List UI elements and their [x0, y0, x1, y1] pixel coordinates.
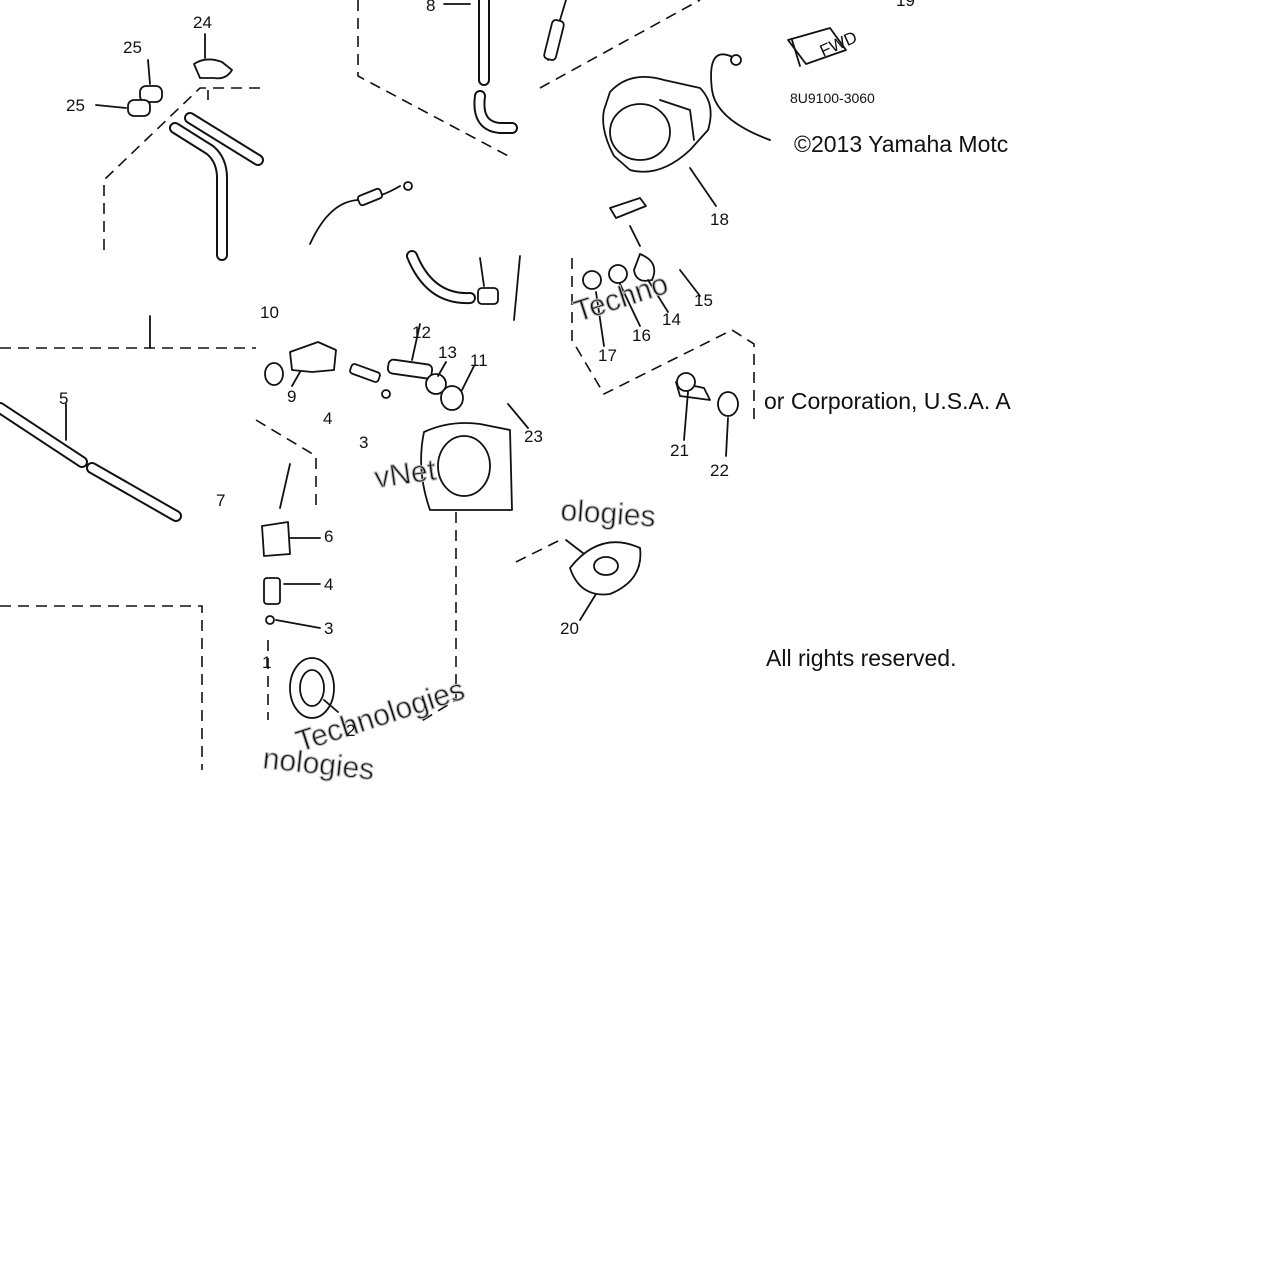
callout-10: 10: [260, 303, 279, 322]
callout-4a: 4: [323, 409, 332, 428]
callout-4b: 4: [324, 575, 333, 594]
callout-23: 23: [524, 427, 543, 446]
hose-clip-group: [95, 33, 264, 261]
gasket-group: [515, 539, 642, 621]
bracket-outline: [0, 605, 203, 770]
housing-group: FWD: [539, 0, 860, 247]
copyright-line-1: ©2013 Yamaha Motc: [794, 131, 1030, 158]
callout-13: 13: [438, 343, 457, 362]
callout-17: 17: [598, 346, 617, 365]
watermark-5: ologies: [560, 494, 657, 534]
callout-25b: 25: [66, 96, 85, 115]
callout-19: 19: [896, 0, 915, 10]
callout-7: 7: [216, 491, 225, 510]
callout-3a: 3: [359, 433, 368, 452]
callout-16: 16: [632, 326, 651, 345]
callout-14: 14: [662, 310, 681, 329]
callout-18: 18: [710, 210, 729, 229]
plug-spring-group: [261, 512, 457, 723]
callout-8: 8: [426, 0, 435, 15]
callout-20: 20: [560, 619, 579, 638]
callout-21: 21: [670, 441, 689, 460]
callout-9: 9: [287, 387, 296, 406]
long-hose-group: [0, 315, 256, 522]
callout-24: 24: [193, 13, 212, 32]
reference-code: 8U9100-3060: [790, 90, 875, 106]
callout-3b: 3: [324, 619, 333, 638]
callout-15: 15: [694, 291, 713, 310]
callout-6: 6: [324, 527, 333, 546]
fitting-group: [255, 250, 529, 511]
callout-12: 12: [412, 323, 431, 342]
callout-22: 22: [710, 461, 729, 480]
callout-5: 5: [59, 389, 68, 408]
callout-25a: 25: [123, 38, 142, 57]
callout-2: 2: [346, 721, 355, 740]
copyright-line-3: All rights reserved.: [766, 645, 976, 672]
callout-11: 11: [470, 351, 488, 370]
copyright-line-2: or Corporation, U.S.A. A: [764, 388, 1030, 415]
bolt-washer-group: [571, 253, 755, 457]
hose-cable-group: [309, 0, 518, 245]
callout-1: 1: [262, 653, 271, 672]
